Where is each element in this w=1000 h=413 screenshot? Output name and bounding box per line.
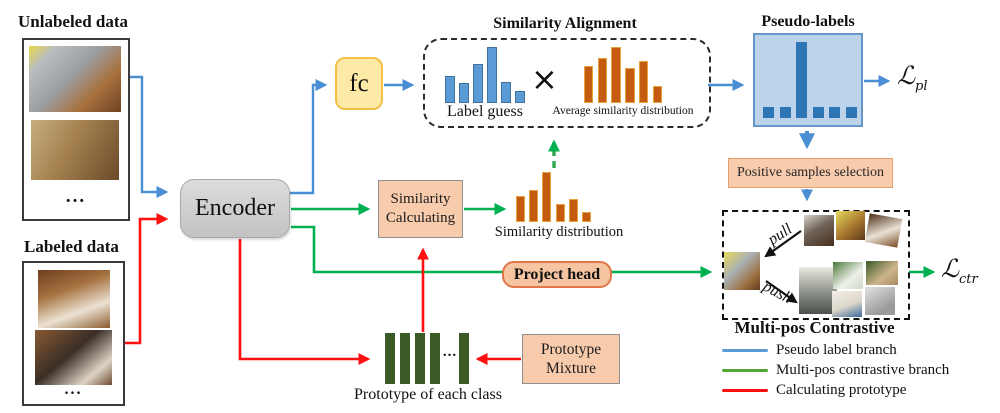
unlabeled-data-box: ... bbox=[22, 38, 130, 221]
multi-pos-contrastive-title: Multi-pos Contrastive bbox=[734, 318, 895, 337]
negative-white-rabbit-photo bbox=[833, 262, 863, 289]
legend-row-contrastive: Multi-pos contrastive branch bbox=[722, 360, 949, 380]
prototype-bar bbox=[415, 333, 425, 384]
prototype-caption: Prototype of each class bbox=[354, 386, 502, 403]
negative-rabbits-photo bbox=[866, 261, 898, 285]
average-similarity-caption: Average similarity distribution bbox=[552, 105, 694, 117]
labeled-data-box: ... bbox=[22, 261, 125, 406]
negative-tabby-cat-photo bbox=[799, 267, 837, 314]
positive-dog-photo bbox=[836, 211, 865, 240]
anchor-dog-photo bbox=[724, 252, 760, 290]
labeled-data-title: Labeled data bbox=[24, 237, 119, 256]
positive-cat-photo bbox=[804, 215, 834, 246]
positive-spaniel-photo bbox=[864, 213, 903, 248]
prototype-bar bbox=[430, 333, 440, 384]
prototype-bar bbox=[400, 333, 410, 384]
average-similarity-chart bbox=[584, 47, 662, 103]
similarity-calculating-box: Similarity Calculating bbox=[378, 180, 463, 238]
unlabeled-data-title: Unlabeled data bbox=[18, 12, 129, 31]
similarity-alignment-box bbox=[423, 38, 711, 128]
prototype-mixture-box: Prototype Mixture bbox=[522, 334, 620, 384]
legend-label: Multi-pos contrastive branch bbox=[776, 361, 950, 378]
labeled-ellipsis: ... bbox=[64, 381, 83, 398]
fc-node: fc bbox=[335, 57, 383, 110]
contrastive-branch-line-swatch bbox=[722, 368, 768, 372]
similarity-distribution-chart bbox=[516, 172, 591, 222]
prototype-bar bbox=[459, 333, 469, 384]
label-guess-caption: Label guess bbox=[447, 103, 523, 120]
positive-samples-selection-box: Positive samples selection bbox=[728, 158, 893, 188]
legend-label: Calculating prototype bbox=[776, 381, 907, 398]
multiply-icon: × bbox=[531, 60, 558, 98]
legend-row-pseudo: Pseudo label branch bbox=[722, 340, 949, 360]
encoder-node: Encoder bbox=[180, 179, 290, 238]
pseudo-branch-line-swatch bbox=[722, 348, 768, 352]
rabbit-photo bbox=[31, 120, 119, 180]
legend-label: Pseudo label branch bbox=[776, 341, 897, 358]
negative-white-cat-photo bbox=[832, 291, 862, 317]
pseudo-labels-chart bbox=[763, 42, 857, 118]
label-guess-chart bbox=[445, 47, 525, 103]
pseudo-labels-title: Pseudo-labels bbox=[761, 13, 855, 30]
similarity-distribution-caption: Similarity distribution bbox=[494, 224, 624, 240]
unlabeled-ellipsis: ... bbox=[65, 186, 87, 207]
contrastive-loss: ℒctr bbox=[941, 254, 978, 287]
similarity-alignment-title: Similarity Alignment bbox=[493, 15, 637, 32]
boxer-dog-photo bbox=[29, 46, 121, 112]
prototype-ellipsis: ... bbox=[442, 344, 458, 360]
prototype-line-swatch bbox=[722, 388, 768, 392]
prototype-bar bbox=[385, 333, 395, 384]
legend-row-prototype: Calculating prototype bbox=[722, 380, 949, 400]
negative-gray-rabbit-photo bbox=[865, 287, 895, 315]
multi-pos-contrastive-box bbox=[722, 210, 910, 320]
legend: Pseudo label branch Multi-pos contrastiv… bbox=[722, 340, 949, 400]
beagle-puppy-photo bbox=[35, 330, 112, 385]
pseudo-labels-box bbox=[753, 33, 863, 127]
project-head-box: Project head bbox=[502, 261, 612, 288]
spaniel-dog-photo bbox=[38, 270, 110, 328]
pseudo-label-loss: ℒpl bbox=[897, 61, 928, 94]
